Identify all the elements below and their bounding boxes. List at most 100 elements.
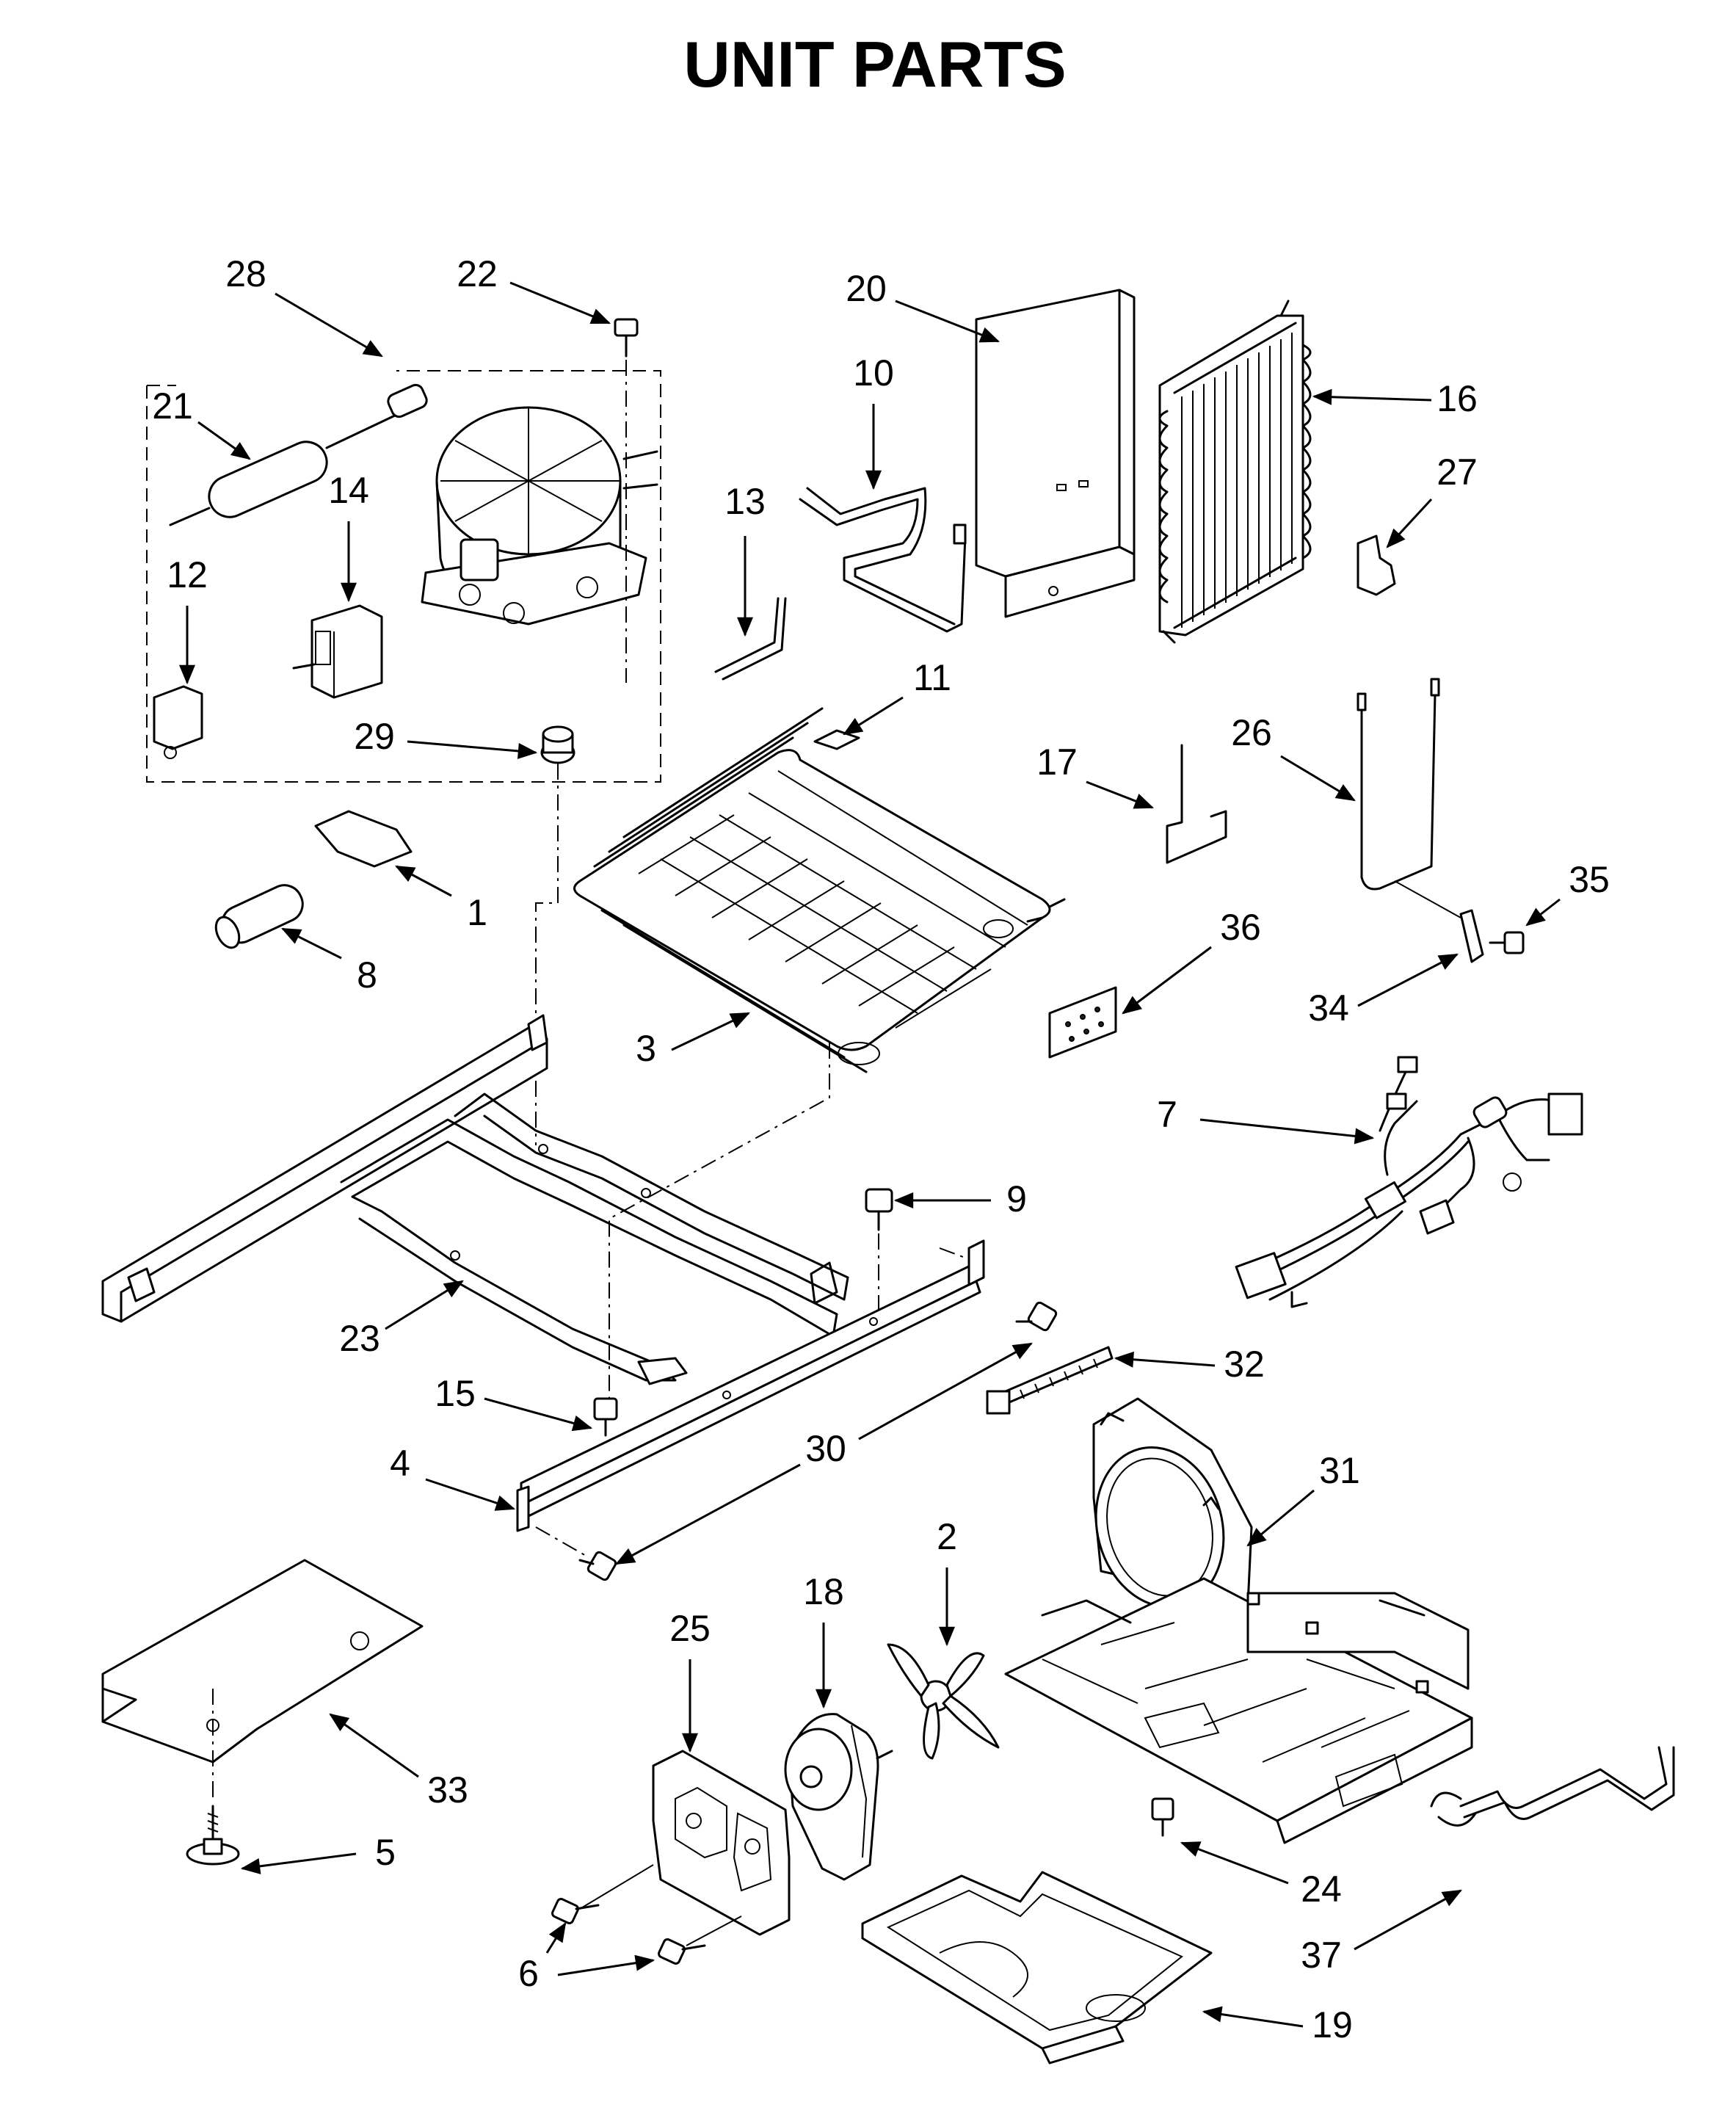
svg-text:23: 23 xyxy=(339,1318,380,1359)
svg-text:11: 11 xyxy=(913,657,951,698)
svg-text:22: 22 xyxy=(457,253,498,294)
callout-19: 19 xyxy=(1202,2004,1353,2045)
callout-25: 25 xyxy=(669,1608,711,1753)
fan-shroud-assembly xyxy=(1004,1397,1473,1844)
wire-harness xyxy=(1235,1056,1583,1308)
svg-text:37: 37 xyxy=(1301,1935,1342,1976)
svg-text:3: 3 xyxy=(636,1028,656,1069)
svg-text:31: 31 xyxy=(1319,1450,1360,1491)
svg-text:7: 7 xyxy=(1157,1094,1177,1135)
mounting-rail-frame xyxy=(101,1014,849,1385)
callout-8: 8 xyxy=(281,927,377,996)
callout-12: 12 xyxy=(167,554,208,685)
callout-28: 28 xyxy=(225,253,383,358)
fan-bracket xyxy=(652,1750,791,1936)
svg-text:25: 25 xyxy=(669,1608,711,1649)
drain-pan xyxy=(861,1871,1213,2065)
tubing-assembly xyxy=(799,487,967,633)
svg-text:17: 17 xyxy=(1036,742,1078,783)
callout-1: 1 xyxy=(395,865,487,933)
grommet xyxy=(540,725,575,764)
svg-text:35: 35 xyxy=(1569,859,1610,900)
callout-2: 2 xyxy=(937,1516,957,1647)
callout-27: 27 xyxy=(1386,452,1478,548)
callout-6: 6 xyxy=(518,1922,655,1994)
callout-3: 3 xyxy=(636,1012,750,1069)
callout-17: 17 xyxy=(1036,742,1155,809)
evaporator xyxy=(573,707,1066,1073)
svg-text:32: 32 xyxy=(1224,1344,1265,1385)
start-relay xyxy=(292,604,383,699)
thermistor-clip xyxy=(1459,909,1484,963)
callout-23: 23 xyxy=(339,1280,464,1359)
callout-35: 35 xyxy=(1525,859,1610,927)
svg-text:16: 16 xyxy=(1437,378,1478,419)
coil-bracket xyxy=(1357,534,1396,596)
process-tube xyxy=(714,597,787,681)
drain-heater-tube xyxy=(1430,1746,1675,1827)
callout-16: 16 xyxy=(1312,378,1478,419)
fan-motor xyxy=(784,1713,893,1881)
svg-text:4: 4 xyxy=(390,1443,410,1484)
svg-text:5: 5 xyxy=(375,1832,396,1873)
svg-text:33: 33 xyxy=(427,1769,468,1811)
rail-screws xyxy=(578,1301,1058,1581)
callout-18: 18 xyxy=(803,1571,844,1709)
callout-37: 37 xyxy=(1301,1889,1462,1976)
shroud-screw xyxy=(1151,1797,1174,1837)
callout-22: 22 xyxy=(457,253,611,325)
svg-text:26: 26 xyxy=(1231,712,1272,753)
frame-screw xyxy=(593,1397,618,1437)
fan-blade xyxy=(887,1643,1000,1760)
bracket-screws xyxy=(551,1898,706,1965)
clip-screw xyxy=(1489,931,1525,954)
tube-sleeve xyxy=(214,884,304,949)
callout-30: 30 xyxy=(615,1342,1033,1565)
callout-11: 11 xyxy=(843,657,951,736)
svg-text:18: 18 xyxy=(803,1571,844,1612)
callout-20: 20 xyxy=(846,268,1000,343)
callout-9: 9 xyxy=(893,1178,1027,1219)
svg-text:20: 20 xyxy=(846,268,887,309)
leveling-foot xyxy=(186,1805,240,1866)
svg-text:21: 21 xyxy=(152,385,193,427)
condenser-coil xyxy=(1158,300,1312,644)
cable-tie xyxy=(986,1346,1114,1415)
svg-text:10: 10 xyxy=(853,352,894,394)
compressor-kit-boundary xyxy=(146,370,661,783)
svg-text:12: 12 xyxy=(167,554,208,595)
control-board xyxy=(1048,986,1117,1059)
callout-5: 5 xyxy=(240,1832,396,1874)
callout-21: 21 xyxy=(152,385,251,460)
callout-15: 15 xyxy=(435,1373,593,1432)
callout-7: 7 xyxy=(1157,1094,1375,1145)
capacitor xyxy=(153,685,203,759)
compressor-bolt xyxy=(614,318,639,358)
filter-drier xyxy=(169,383,428,526)
callout-26: 26 xyxy=(1231,712,1356,802)
callout-31: 31 xyxy=(1246,1450,1360,1547)
svg-text:19: 19 xyxy=(1312,2004,1353,2045)
svg-text:29: 29 xyxy=(354,716,395,757)
page-title: UNIT PARTS xyxy=(683,28,1066,101)
compressor xyxy=(421,406,658,626)
callout-24: 24 xyxy=(1180,1841,1342,1910)
svg-text:15: 15 xyxy=(435,1373,476,1414)
svg-text:28: 28 xyxy=(225,253,266,294)
evaporator-clip xyxy=(813,729,860,750)
callout-13: 13 xyxy=(724,481,766,637)
condenser-shroud xyxy=(975,289,1136,618)
callout-10: 10 xyxy=(853,352,894,490)
callout-34: 34 xyxy=(1308,953,1459,1029)
svg-text:24: 24 xyxy=(1301,1869,1342,1910)
callout-29: 29 xyxy=(354,716,538,759)
rail-screw xyxy=(865,1188,893,1231)
svg-text:27: 27 xyxy=(1437,452,1478,493)
callout-32: 32 xyxy=(1114,1344,1265,1385)
callout-14: 14 xyxy=(328,470,369,603)
insulator xyxy=(314,810,413,868)
svg-text:14: 14 xyxy=(328,470,369,511)
svg-text:2: 2 xyxy=(937,1516,957,1557)
svg-text:36: 36 xyxy=(1220,907,1261,948)
